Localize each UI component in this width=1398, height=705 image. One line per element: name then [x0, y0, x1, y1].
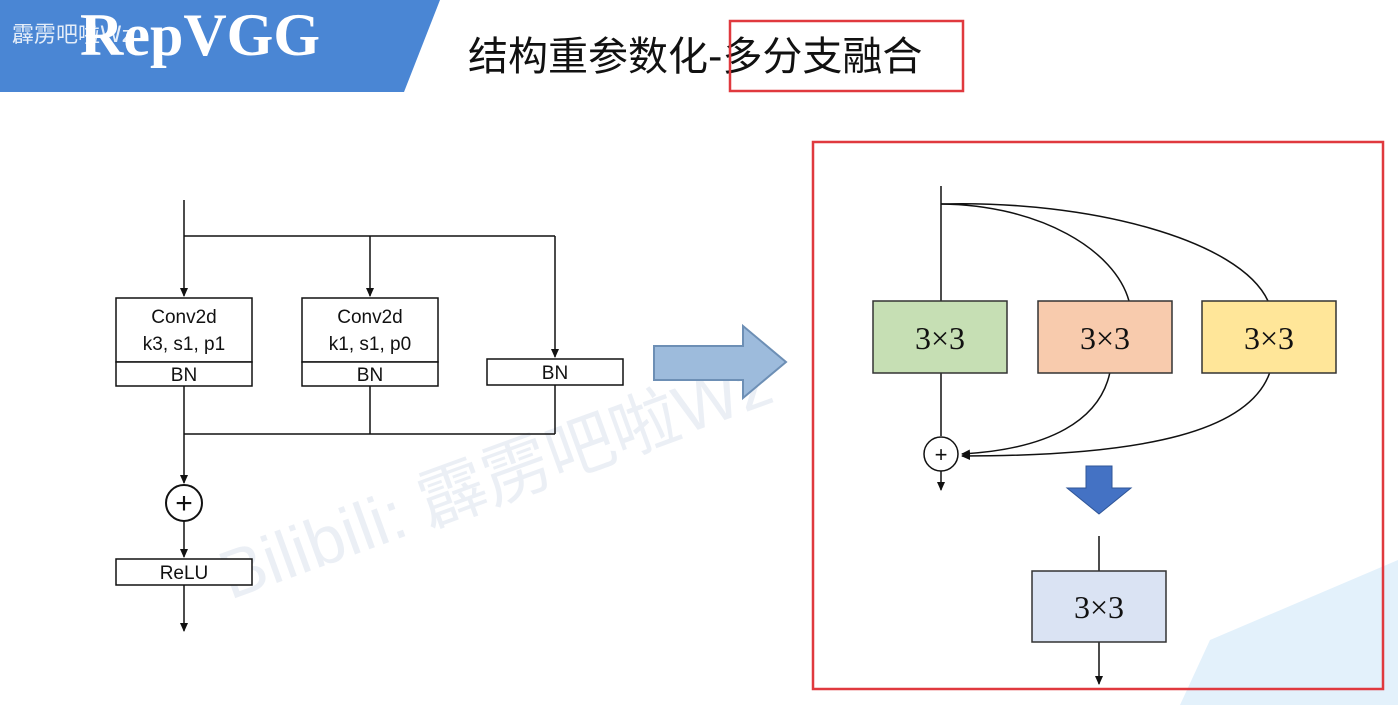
conv1x1-bn-box — [301, 361, 439, 387]
conv3-bn-label: BN — [171, 365, 197, 386]
branch-curve-2 — [940, 203, 1130, 302]
right-panel-highlight — [811, 140, 1385, 691]
kernel-box-3 — [1201, 300, 1337, 374]
add-symbol: + — [175, 487, 193, 520]
relu-label: ReLU — [160, 563, 209, 584]
kernel-label-3: 3×3 — [1244, 320, 1294, 356]
title-highlight: 多分支融合 — [722, 34, 922, 80]
merge-curve-2 — [961, 371, 1111, 458]
right-diagram — [923, 186, 1271, 685]
title-highlight-box — [728, 19, 965, 93]
left-diagram — [115, 200, 624, 632]
corner-decoration — [1180, 560, 1398, 705]
conv3x3-bn-box — [115, 361, 253, 387]
kernel-box-1 — [872, 300, 1008, 374]
conv3-line1: Conv2d — [151, 307, 217, 328]
conv1x1-box — [301, 297, 439, 363]
relu-box — [115, 558, 253, 586]
identity-bn-label: BN — [542, 363, 568, 384]
conv1-line1: Conv2d — [337, 307, 403, 328]
transform-arrow — [653, 323, 788, 401]
kernel-label-2: 3×3 — [1080, 320, 1130, 356]
merged-kernel-box — [1031, 570, 1167, 643]
kernel-labels: 3×3 3×3 3×3 — [915, 320, 1294, 356]
conv3x3-box — [115, 297, 253, 363]
left-diagram-labels: Conv2d k3, s1, p1 BN Conv2d k1, s1, p0 B… — [143, 307, 568, 584]
kernel-box-2 — [1037, 300, 1173, 374]
branch-curve-3 — [940, 202, 1269, 302]
conv1-line2: k1, s1, p0 — [329, 334, 411, 355]
header-banner: RepVGG 霹雳吧啦Wz — [0, 0, 440, 92]
header-band — [0, 0, 440, 92]
kernel-label-1: 3×3 — [915, 320, 965, 356]
merge-down-arrow — [1065, 465, 1133, 515]
logo-text: RepVGG — [80, 2, 320, 68]
slide-title: 结构重参数化-多分支融合 — [468, 34, 922, 80]
conv3-line2: k3, s1, p1 — [143, 334, 225, 355]
merged-kernel-label: 3×3 — [1074, 589, 1124, 625]
identity-bn-box — [486, 358, 624, 386]
merge-curve-3 — [961, 371, 1271, 460]
conv1-bn-label: BN — [357, 365, 383, 386]
right-add-symbol: + — [935, 442, 948, 467]
logo-watermark: 霹雳吧啦Wz — [12, 23, 133, 48]
title-prefix: 结构重参数化- — [468, 34, 722, 80]
